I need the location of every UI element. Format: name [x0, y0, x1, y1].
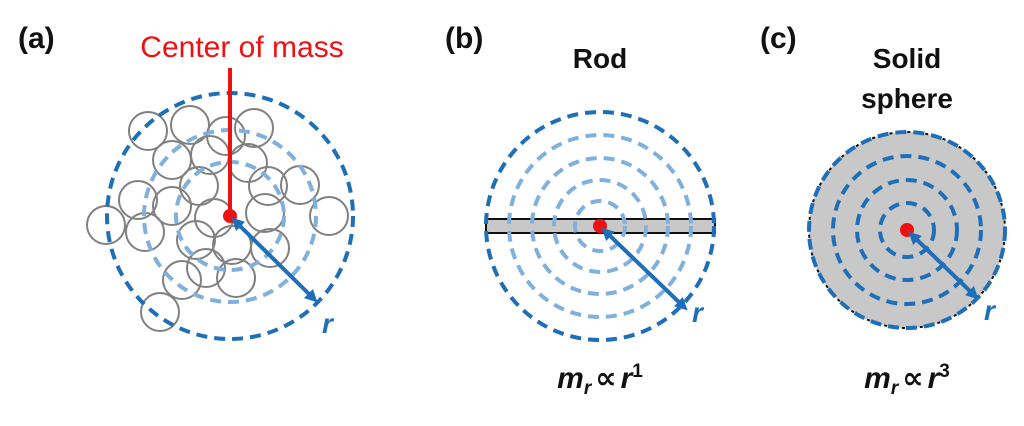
- radius-arrow: [601, 227, 688, 311]
- formula-subscript: r: [891, 378, 900, 399]
- outer-gyration-ring: [807, 130, 1007, 330]
- formula-exponent: 3: [939, 361, 950, 382]
- particle: [162, 260, 202, 300]
- particle: [176, 220, 216, 260]
- ring-1: [573, 199, 627, 253]
- panel-c-letter: (c): [760, 22, 797, 55]
- panel-a: (a): [18, 22, 355, 341]
- radius-arrow: [908, 231, 979, 300]
- panel-b-letter: (b): [445, 22, 483, 55]
- center-of-mass-dot: [593, 219, 607, 233]
- center-of-mass-label: Center of mass: [140, 31, 343, 64]
- radius-label: r: [692, 297, 705, 328]
- panel-b: (b) Rod r mr∝r1: [445, 22, 716, 399]
- formula-radius: r: [928, 362, 942, 395]
- formula-mass: m: [864, 362, 891, 395]
- particle: [248, 166, 288, 206]
- formula-proportional: ∝: [902, 362, 923, 395]
- particle: [245, 193, 285, 233]
- center-of-mass-dot: [223, 209, 237, 223]
- radius-label: r: [984, 295, 997, 326]
- particle: [128, 111, 168, 151]
- particle: [152, 186, 192, 226]
- panel-c-title-line2: sphere: [861, 83, 953, 114]
- particle: [309, 196, 349, 236]
- radius-arrow: [231, 217, 318, 303]
- rod-scaling-formula: mr∝r1: [557, 361, 643, 399]
- ring-3: [831, 154, 983, 306]
- particle: [118, 180, 158, 220]
- particle-cluster: [86, 105, 349, 332]
- sphere-scaling-formula: mr∝r3: [864, 361, 950, 399]
- panel-c: (c) Solid sphere r mr∝r3: [760, 22, 1007, 399]
- formula-exponent: 1: [632, 361, 643, 382]
- formula-mass: m: [557, 362, 584, 395]
- ring-2: [552, 178, 648, 274]
- particle: [86, 205, 126, 245]
- formula-proportional: ∝: [595, 362, 616, 395]
- radius-label: r: [322, 308, 335, 339]
- center-of-mass-dot: [900, 223, 914, 237]
- particle: [170, 105, 210, 145]
- ring-4: [507, 133, 693, 319]
- ring-3: [530, 156, 670, 296]
- panel-b-title: Rod: [573, 43, 627, 74]
- particle: [140, 292, 180, 332]
- panel-a-letter: (a): [18, 22, 55, 55]
- panel-c-title-line1: Solid: [873, 43, 941, 74]
- particle: [186, 248, 226, 288]
- formula-radius: r: [621, 362, 635, 395]
- formula-subscript: r: [584, 378, 593, 399]
- particle: [234, 108, 274, 148]
- outer-gyration-ring: [484, 110, 716, 342]
- ring-1: [878, 201, 936, 259]
- ring-2: [855, 178, 959, 282]
